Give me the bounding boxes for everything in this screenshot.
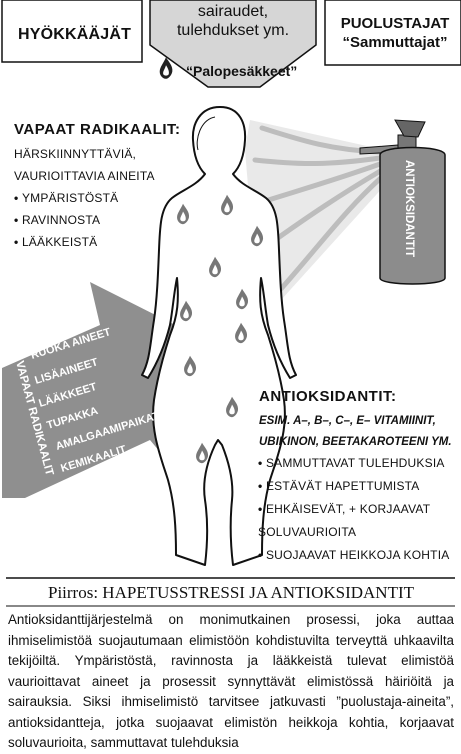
- antioxidants-examples: ESIM. A–, B–, C–, E– VITAMIINIT, UBIKINO…: [259, 411, 459, 453]
- fire-starters-label: “Palopesäkkeet”: [186, 63, 298, 79]
- diseases-line-2: tulehdukset ym.: [176, 22, 290, 39]
- diseases-line-1: sairaudet,: [197, 3, 269, 20]
- list-item: SAMMUTTAVAT TULEHDUKSIA: [258, 452, 449, 475]
- defenders-box: [324, 0, 461, 66]
- attackers-label: HYÖKKÄÄJÄT: [18, 26, 132, 43]
- antioxidants-examples-2: UBIKINON, BEETAKAROTEENI YM.: [259, 436, 452, 448]
- list-item: SUOJAAVAT HEIKKOJA KOHTIA: [258, 544, 449, 567]
- free-radicals-desc-2: VAURIOITTAVIA AINEITA: [14, 169, 155, 183]
- defenders-line-2: “Sammuttajat”: [342, 34, 448, 51]
- list-item: LÄÄKKEISTÄ: [14, 231, 118, 253]
- extinguisher-icon: [359, 119, 446, 285]
- defenders-label: PUOLUSTAJAT “Sammuttajat”: [330, 14, 460, 52]
- list-item: RAVINNOSTA: [14, 209, 118, 231]
- antioxidants-list: SAMMUTTAVAT TULEHDUKSIA ESTÄVÄT HAPETTUM…: [258, 452, 449, 567]
- defenders-line-1: PUOLUSTAJAT: [340, 15, 450, 32]
- list-item: ESTÄVÄT HAPETTUMISTA: [258, 475, 449, 498]
- list-item: YMPÄRISTÖSTÄ: [14, 187, 118, 209]
- free-radicals-desc-1: HÄRSKIINNYTTÄVIÄ,: [14, 147, 137, 161]
- list-item: EHKÄISEVÄT, + KORJAAVAT: [258, 498, 449, 521]
- attackers-box: [1, 0, 143, 63]
- body-paragraph: Antioksidanttijärjestelmä on monimutkain…: [8, 612, 454, 750]
- diseases-text: sairaudet, tulehdukset ym.: [168, 2, 298, 40]
- antioxidants-examples-1: ESIM. A–, B–, C–, E– VITAMIINIT,: [259, 415, 436, 427]
- diseases-pentagon: [149, 0, 317, 88]
- list-item-continuation: SOLUVAURIOITA: [258, 525, 357, 539]
- figure-caption: Piirros: HAPETUSSTRESSI JA ANTIOKSIDANTI…: [48, 583, 414, 602]
- extinguisher-label: ANTIOKSIDANTIT: [403, 160, 415, 257]
- free-radicals-title: VAPAAT RADIKAALIT:: [14, 121, 181, 138]
- free-radicals-list: YMPÄRISTÖSTÄ RAVINNOSTA LÄÄKKEISTÄ: [14, 187, 118, 253]
- antioxidants-title: ANTIOKSIDANTIT:: [259, 388, 397, 405]
